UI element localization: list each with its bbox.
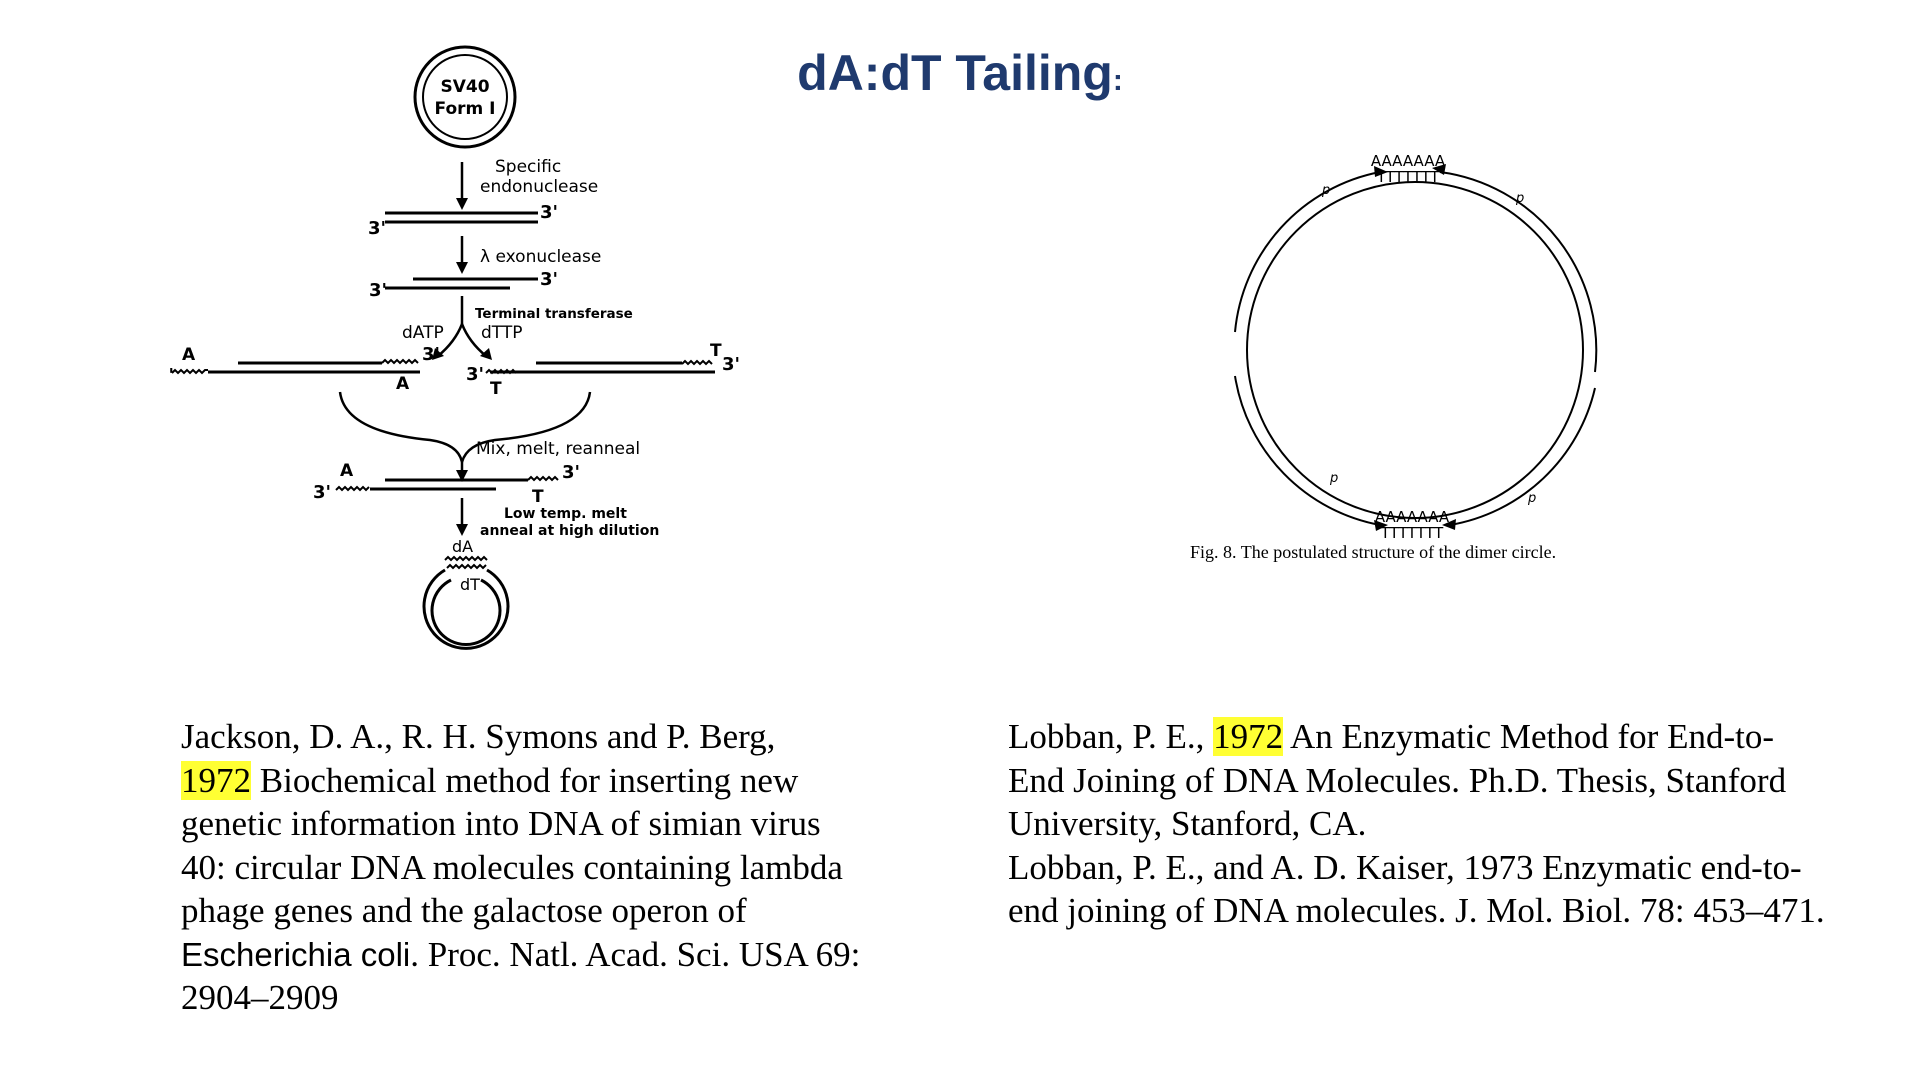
p-label-bottom-right: p — [1527, 491, 1536, 506]
left-ref-authors: Jackson, D. A., R. H. Symons and P. Berg… — [181, 717, 776, 756]
dimer-inner-circle — [1246, 181, 1584, 519]
exonuclease-duplex — [385, 277, 538, 290]
arrow-bottom-left — [1374, 520, 1388, 531]
step5-arrow — [456, 498, 468, 536]
right-ref1-year: 1972 — [1213, 717, 1284, 756]
terminal-transferase-fork — [437, 296, 487, 357]
arrow-top-left — [1374, 166, 1388, 177]
annealed-3prime-left: 3' — [313, 482, 331, 503]
strand-upper-left — [1234, 171, 1381, 333]
poly-t-bottom: TTTTTTT — [1380, 524, 1444, 542]
step1-label-line1: Specific — [495, 157, 561, 177]
strand-lower-right — [1449, 387, 1596, 526]
step2-arrow — [456, 236, 468, 274]
caption-text: The postulated structure of the dimer ci… — [1241, 542, 1556, 562]
a-fragment-3prime-left: 3' — [170, 365, 174, 386]
p-label-top-left: p — [1321, 183, 1330, 198]
datp-label: dATP — [402, 323, 444, 343]
title-text: dA:dT Tailing — [797, 45, 1113, 101]
p-label-top-right: p — [1515, 191, 1524, 206]
linear-duplex — [385, 211, 538, 224]
form-i-label: Form I — [435, 99, 496, 119]
a-fragment-base-right: A — [396, 374, 410, 394]
a-tailed-fragment — [171, 358, 420, 375]
left-ref-text2: . Proc. Natl. Acad. Sci. USA 69: 2904–29… — [181, 934, 861, 1018]
duplex2-3prime-right: 3' — [540, 269, 558, 290]
left-ref-species: Escherichia coli — [181, 935, 411, 973]
step2-label: λ exonuclease — [480, 247, 601, 267]
annealed-base-t: T — [532, 487, 544, 507]
step1-label-line2: endonuclease — [480, 177, 598, 197]
left-ref-text1: Biochemical method for inserting new gen… — [181, 760, 843, 931]
right-ref1-text: An Enzymatic Method for End-to-End Joini… — [1008, 717, 1787, 843]
poly-t-top: TTTTTTT — [1376, 168, 1440, 186]
annealed-3prime-right: 3' — [562, 462, 580, 483]
a-fragment-3prime-right: 3' — [422, 344, 440, 365]
arrow-top-right — [1432, 164, 1446, 175]
t-fragment-base-right: T — [710, 341, 722, 361]
step1-arrow — [456, 162, 468, 210]
step3-label: Terminal transferase — [475, 306, 633, 322]
strand-upper-right — [1439, 171, 1598, 373]
fork-left-arrowhead — [432, 348, 444, 360]
step5-label-line1: Low temp. melt — [504, 506, 627, 522]
title-colon: : — [1112, 64, 1123, 97]
dt-label: dT — [460, 575, 480, 594]
dimer-circle-figure: AAAAAAA TTTTTTT AAAAAAA TTTTTTT p p p p … — [1190, 152, 1598, 562]
poly-a-top: AAAAAAA — [1371, 152, 1446, 170]
t-tailed-fragment — [485, 359, 715, 375]
lobban-reference: Lobban, P. E., 1972 An Enzymatic Method … — [1008, 715, 1828, 933]
annealed-duplex — [335, 475, 559, 492]
t-fragment-3prime-right: 3' — [722, 354, 740, 375]
t-fragment-3prime-left: 3' — [466, 364, 484, 385]
fork-right-arrowhead — [480, 348, 492, 360]
slide-title: dA:dT Tailing: — [0, 44, 1920, 102]
tailing-schematic: SV40 Form I Specific endonuclease 3' 3' … — [170, 45, 740, 650]
jackson-reference: Jackson, D. A., R. H. Symons and P. Berg… — [181, 715, 861, 1020]
sv40-inner-circle — [422, 54, 508, 140]
right-ref2-text: Lobban, P. E., and A. D. Kaiser, 1973 En… — [1008, 847, 1825, 931]
a-fragment-base-left: A — [182, 345, 196, 365]
step4-label: Mix, melt, reanneal — [476, 439, 640, 459]
step5-label-line2: anneal at high dilution — [480, 523, 659, 539]
mix-arrowhead — [456, 470, 468, 482]
duplex2-3prime-left: 3' — [369, 280, 387, 301]
t-fragment-base-left: T — [490, 379, 502, 399]
arrow-bottom-right — [1442, 519, 1456, 530]
duplex1-3prime-right: 3' — [540, 202, 558, 223]
dttp-label: dTTP — [481, 323, 523, 343]
mix-brace — [338, 391, 592, 474]
sv40-outer-circle — [413, 45, 517, 149]
caption-prefix: Fig. 8. — [1190, 542, 1237, 562]
recombinant-circle — [422, 555, 510, 650]
annealed-base-a: A — [340, 461, 354, 481]
right-ref1-authors: Lobban, P. E., — [1008, 717, 1214, 756]
da-label: dA — [452, 537, 473, 556]
duplex1-3prime-left: 3' — [368, 218, 386, 239]
strand-lower-left — [1234, 375, 1381, 526]
p-label-bottom-left: p — [1329, 471, 1338, 486]
left-ref-year: 1972 — [181, 760, 251, 800]
poly-a-bottom: AAAAAAA — [1375, 508, 1450, 526]
figure-caption: Fig. 8. The postulated structure of the … — [1190, 542, 1556, 562]
sv40-label: SV40 — [440, 77, 489, 97]
